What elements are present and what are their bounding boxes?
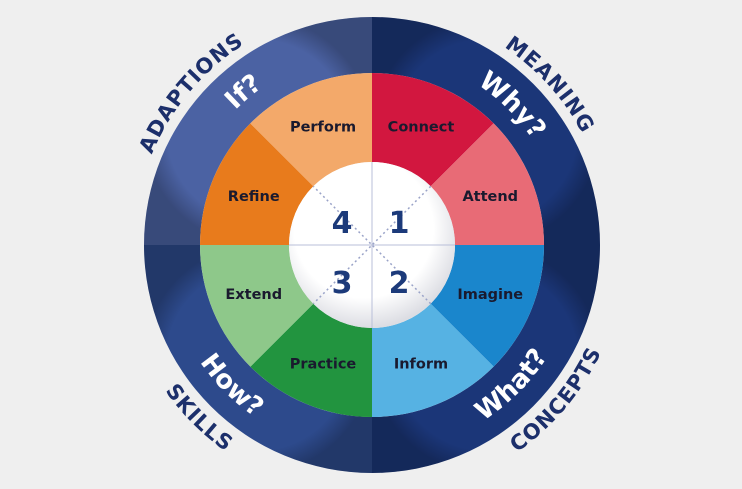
segment-practice xyxy=(250,303,372,417)
segment-label-imagine: Imagine xyxy=(457,287,523,303)
ring-shade xyxy=(372,17,600,245)
segment-imagine xyxy=(430,245,544,367)
segment-label-refine: Refine xyxy=(228,189,280,205)
segment-label-perform: Perform xyxy=(290,120,356,136)
segment-label-extend: Extend xyxy=(225,287,282,303)
ring-shade xyxy=(372,245,600,473)
segment-attend xyxy=(430,123,544,245)
segment-refine xyxy=(200,123,314,245)
stage-number-4: 4 xyxy=(332,206,353,241)
ring-shade xyxy=(144,245,372,473)
segment-extend xyxy=(200,245,314,367)
segment-perform xyxy=(250,73,372,187)
stage-number-2: 2 xyxy=(389,266,410,301)
stage-number-1: 1 xyxy=(389,206,410,241)
stage-number-3: 3 xyxy=(332,266,353,301)
segment-label-inform: Inform xyxy=(394,356,448,372)
segment-label-practice: Practice xyxy=(290,356,357,372)
ring-shade xyxy=(144,17,372,245)
segment-label-connect: Connect xyxy=(388,120,455,136)
segment-inform xyxy=(372,303,494,417)
segment-connect xyxy=(372,73,494,187)
segment-label-attend: Attend xyxy=(462,189,518,205)
